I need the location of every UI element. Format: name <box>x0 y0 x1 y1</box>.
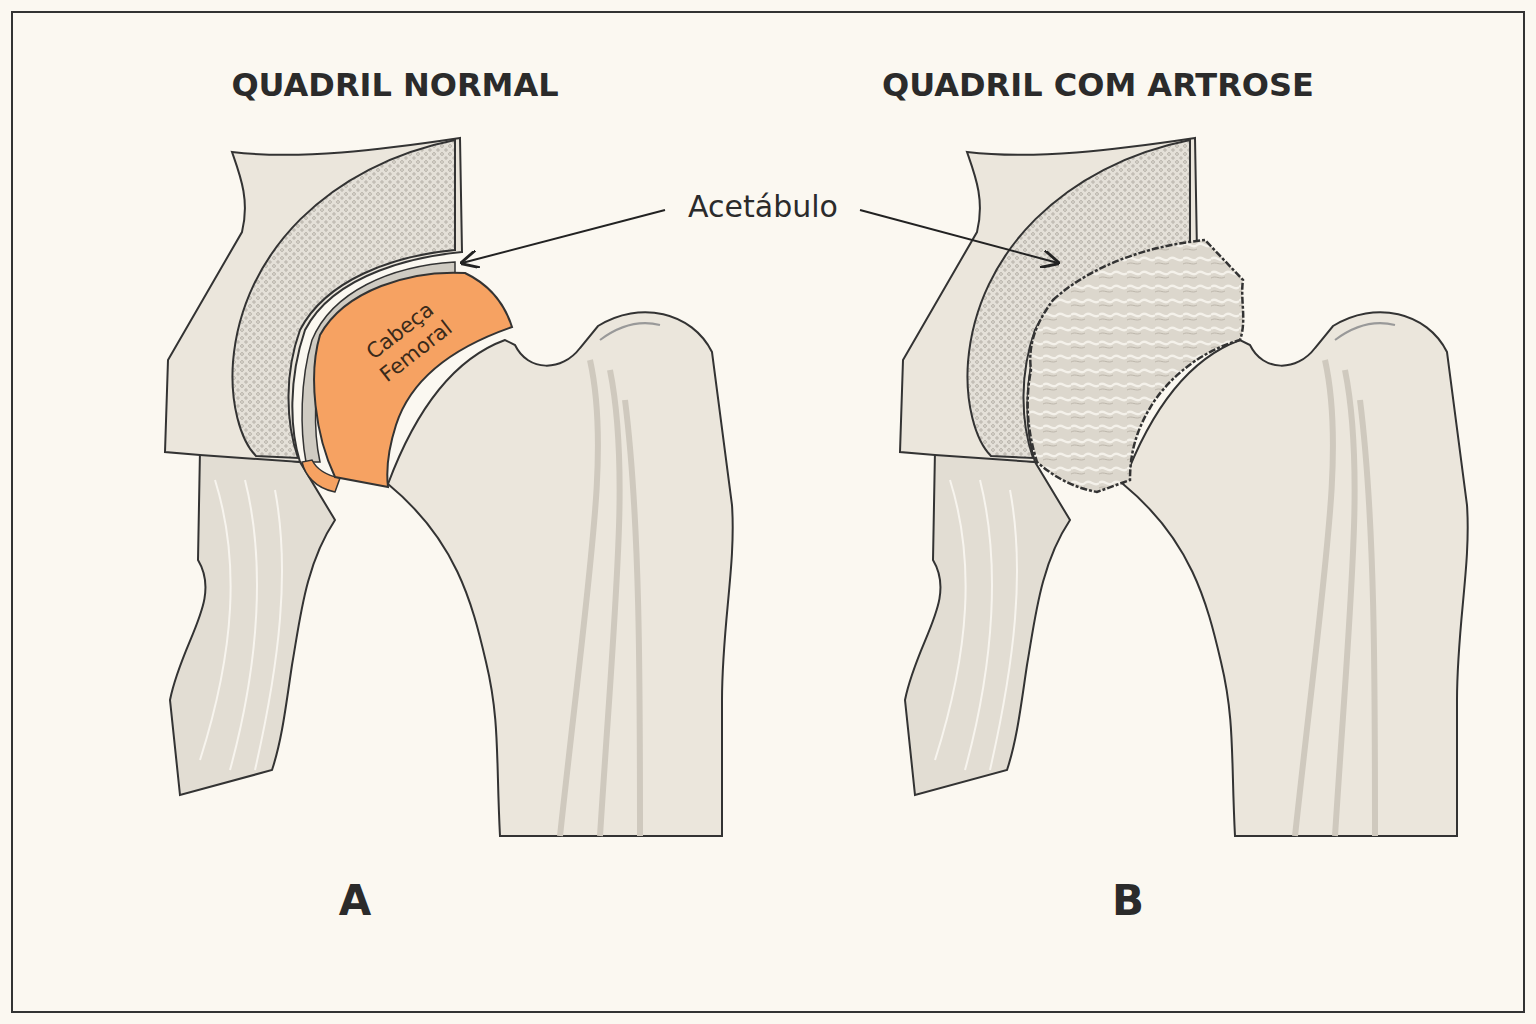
panel-heading: QUADRIL COM ARTROSE <box>882 66 1314 104</box>
leader-line <box>462 210 665 263</box>
part-label: Acetábulo <box>688 189 838 224</box>
hip-bones-normal <box>165 138 733 836</box>
femoral-head: Cabeça Femoral <box>300 265 520 493</box>
panel-letter: B <box>1112 876 1144 925</box>
worn-femoral-head <box>1028 240 1244 492</box>
frame <box>12 12 1524 1012</box>
femoral-head-shape <box>314 273 512 487</box>
leader-line <box>860 210 1058 263</box>
femoral-head-outline <box>300 265 520 493</box>
panel-letter: A <box>339 876 372 925</box>
panel-heading: QUADRIL NORMAL <box>231 66 558 104</box>
